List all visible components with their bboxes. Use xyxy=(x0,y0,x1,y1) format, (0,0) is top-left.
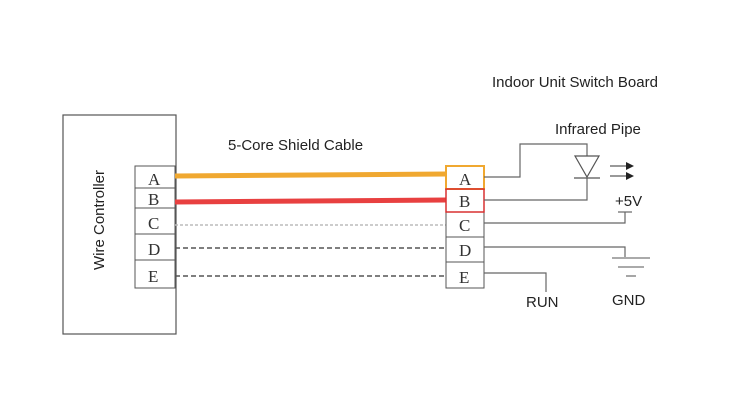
cable-label: 5-Core Shield Cable xyxy=(228,137,363,154)
board-terminal-block: A B C D E xyxy=(445,165,485,289)
infrared-diode-icon xyxy=(573,155,634,180)
ground-icon xyxy=(612,257,650,277)
gnd-label: GND xyxy=(612,292,646,309)
run-label: RUN xyxy=(526,294,559,311)
wire-a xyxy=(174,171,447,179)
vcc-label: +5V xyxy=(615,193,642,210)
board-terminal-c: C xyxy=(459,216,470,235)
board-terminal-e: E xyxy=(459,268,469,287)
board-circuit xyxy=(484,143,626,292)
wire-controller-label: Wire Controller xyxy=(91,170,108,270)
wire-b xyxy=(174,197,447,205)
board-terminal-a: A xyxy=(459,170,472,189)
controller-terminal-a: A xyxy=(148,170,161,189)
controller-terminal-c: C xyxy=(148,214,159,233)
board-title: Indoor Unit Switch Board xyxy=(492,74,658,91)
controller-terminal-b: B xyxy=(148,190,159,209)
controller-terminal-block: A B C D E xyxy=(134,165,176,289)
infrared-pipe-label: Infrared Pipe xyxy=(555,121,641,138)
board-terminal-b: B xyxy=(459,192,470,211)
controller-terminal-d: D xyxy=(148,240,160,259)
cable-wires xyxy=(174,171,447,277)
controller-terminal-e: E xyxy=(148,267,158,286)
board-terminal-d: D xyxy=(459,241,471,260)
